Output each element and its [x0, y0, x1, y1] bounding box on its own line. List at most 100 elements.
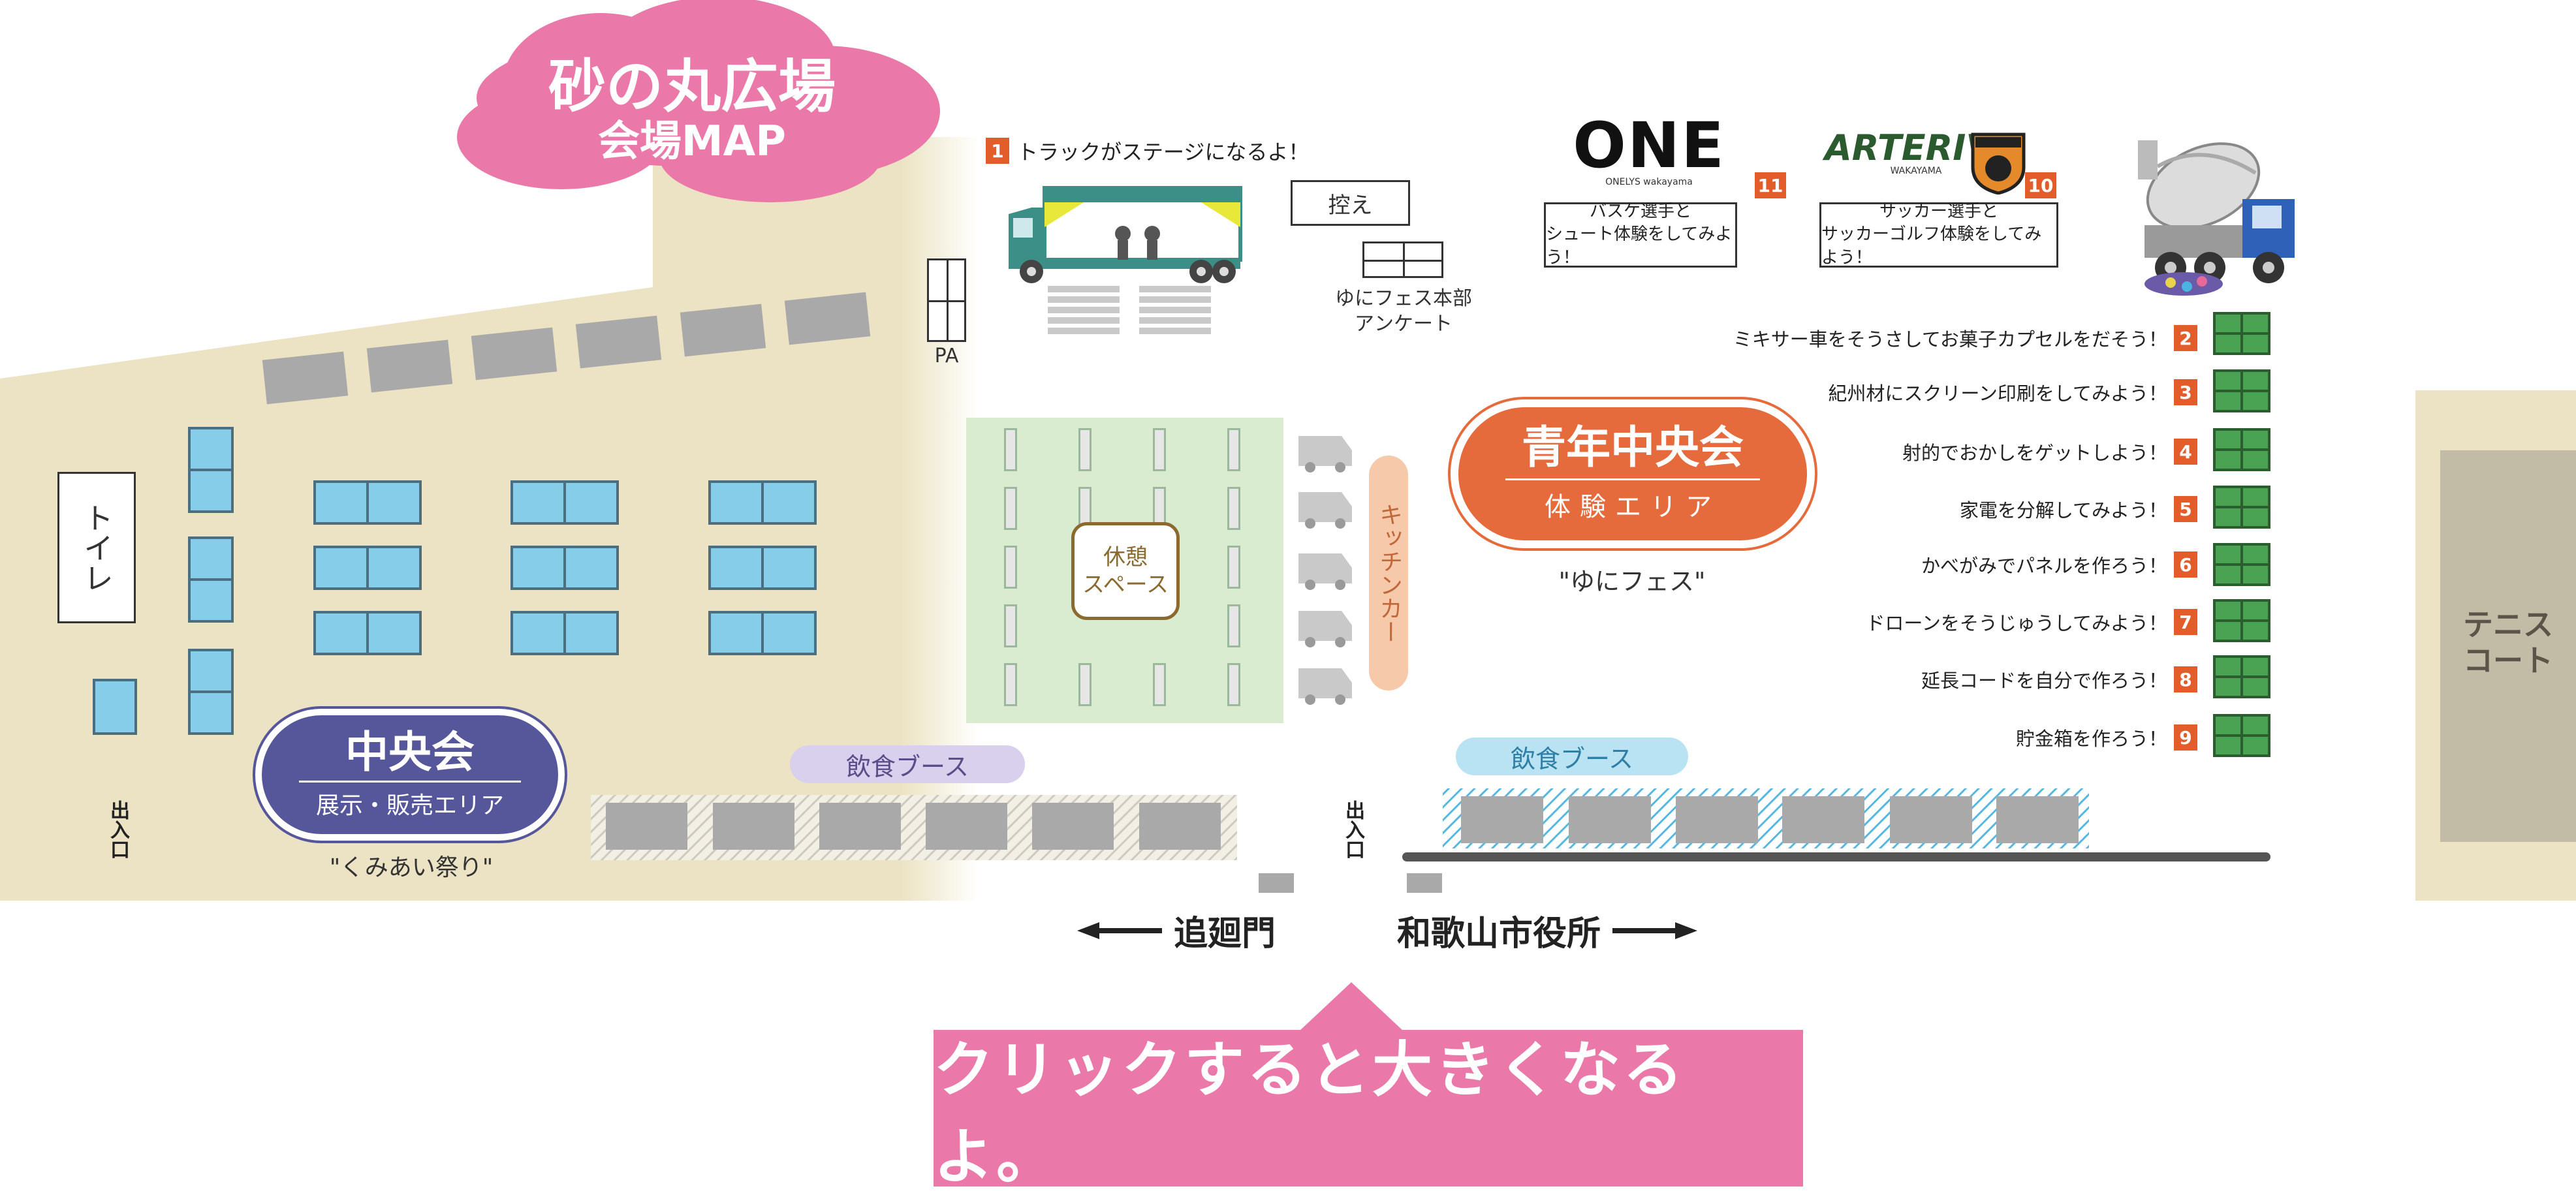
activity-booth [2213, 655, 2270, 698]
honbu-line2: アンケート [1355, 313, 1453, 335]
food-stall [926, 803, 1007, 850]
rest-table [1153, 428, 1166, 471]
booth-divider [366, 480, 369, 655]
activity-number: 9 [2174, 724, 2197, 751]
rest-table [1227, 546, 1240, 589]
food-stall [1676, 796, 1758, 843]
rest-table [1004, 604, 1017, 647]
booth [93, 679, 137, 735]
activity-row: 家電を分解してみよう！ 5 [1960, 493, 2197, 525]
activity-number: 3 [2174, 379, 2197, 405]
activity-number: 7 [2174, 609, 2197, 635]
stage-seating [1048, 286, 1211, 334]
kitchen-car-label: キッチンカー [1369, 456, 1408, 691]
activity-row: 紀州材にスクリーン印刷をしてみよう！ 3 [1828, 376, 2197, 409]
activity-booth [2213, 543, 2270, 586]
activity-number: 5 [2174, 496, 2197, 522]
booth-divider [563, 480, 566, 655]
one-logo: ONE ONELYS wakayama [1564, 114, 1734, 187]
rest-table [1078, 663, 1092, 706]
one-logo-text: ONE [1573, 109, 1725, 182]
seinen-area: 体験エリア [1545, 491, 1721, 522]
activity-row: ドローンをそうじゅうしてみよう！ 7 [1866, 606, 2197, 638]
one-logo-sub: ONELYS wakayama [1605, 177, 1693, 187]
kitchen-car-icon [1298, 492, 1352, 529]
direction-right: 和歌山市役所 [1397, 906, 1698, 955]
stage-caption-text: トラックがステージになるよ！ [1017, 140, 1310, 164]
food-stall [606, 803, 687, 850]
rest-table [1004, 663, 1017, 706]
food-left-label: 飲食ブース [790, 745, 1025, 783]
food-stall [1996, 796, 2079, 843]
arrow-right-icon [1612, 922, 1698, 939]
table [575, 315, 662, 369]
one-box: バスケ選手と シュート体験をしてみよう！ [1544, 202, 1737, 268]
food-stall [713, 803, 794, 850]
enlarge-cta-label: クリックすると大きくなるよ。 [934, 1035, 1686, 1192]
activity-row: ミキサー車をそうさしてお菓子カプセルをだそう！ 2 [1733, 322, 2197, 354]
kitchen-car-text: キッチンカー [1375, 503, 1402, 644]
rest-table [1153, 663, 1166, 706]
booth-divider [188, 691, 234, 693]
one-line2: シュート体験をしてみよう！ [1546, 225, 1733, 268]
activity-booth [2213, 599, 2270, 642]
rest-label-line2: スペース [1082, 572, 1169, 598]
seinen-badge: 青年中央会 体験エリア [1448, 397, 1817, 551]
toilet: トイレ [57, 472, 136, 623]
seinen-caption: "ゆにフェス" [1558, 567, 1706, 596]
kitchen-car-icon [1298, 611, 1352, 647]
gate-post [1259, 873, 1294, 893]
activity-row: 延長コードを自分で作ろう！ 8 [1921, 663, 2197, 696]
chuokai-name: 中央会 [345, 727, 475, 778]
hikae-label: 控え [1328, 192, 1373, 219]
stage-truck-icon [1009, 186, 1242, 283]
activity-row: 貯金箱を作ろう！ 9 [2016, 721, 2197, 754]
table [784, 292, 871, 345]
hikae-box: 控え [1291, 180, 1410, 226]
table [680, 303, 766, 357]
food-stall [1569, 796, 1651, 843]
food-right-label: 飲食ブース [1456, 737, 1688, 775]
activity-text: 射的でおかしをゲットしよう！ [1902, 442, 2167, 464]
arterivo-box: サッカー選手と サッカーゴルフ体験をしてみよう！ [1819, 202, 2058, 268]
rest-table [1078, 428, 1092, 471]
kitchen-car-icon [1298, 668, 1352, 705]
table [471, 327, 558, 380]
map-title: 砂の丸広場 会場MAP [516, 55, 868, 164]
activity-booth [2213, 428, 2270, 471]
activity-row: 射的でおかしをゲットしよう！ 4 [1902, 435, 2197, 468]
chuokai-badge: 中央会 展示・販売エリア [253, 706, 567, 843]
activity-text: かべがみでパネルを作ろう！ [1921, 555, 2167, 577]
arterivo-line2: サッカーゴルフ体験をしてみよう！ [1821, 225, 2042, 268]
stage-caption: 1 トラックがステージになるよ！ [986, 136, 1309, 166]
booth-divider [188, 578, 234, 581]
rest-label-line1: 休憩 [1103, 544, 1148, 570]
pa-booth [927, 258, 966, 342]
stage-number: 1 [986, 138, 1009, 164]
arterivo-line1: サッカー選手と [1879, 202, 1998, 222]
chuokai-caption: "くみあい祭り" [329, 854, 494, 881]
booth-divider [761, 480, 764, 655]
one-line1: バスケ選手と [1589, 202, 1691, 222]
food-stall [819, 803, 901, 850]
map-title-line1: 砂の丸広場 [548, 53, 836, 120]
honbu-booth [1362, 241, 1443, 278]
food-stall [1032, 803, 1114, 850]
kitchen-car-icon [1298, 436, 1352, 473]
one-number: 11 [1755, 172, 1786, 198]
food-stall [1461, 796, 1543, 843]
pa-label: PA [934, 345, 959, 367]
rest-label: 休憩 スペース [1071, 522, 1180, 620]
activity-booth [2213, 486, 2270, 529]
activity-text: ミキサー車をそうさしてお菓子カプセルをだそう！ [1733, 328, 2167, 350]
gate-post [1407, 873, 1442, 893]
arrow-left-icon [1077, 922, 1162, 939]
seinen-name: 青年中央会 [1521, 422, 1744, 474]
honbu-line1: ゆにフェス本部 [1335, 287, 1472, 310]
tennis-line2: コート [2463, 643, 2553, 679]
enlarge-cta-button[interactable]: クリックすると大きくなるよ。 [934, 1030, 1803, 1192]
food-stall [1139, 803, 1221, 850]
kitchen-car-icon [1298, 553, 1352, 590]
rest-table [1004, 487, 1017, 530]
arterivo-crest-icon [1971, 132, 2026, 194]
